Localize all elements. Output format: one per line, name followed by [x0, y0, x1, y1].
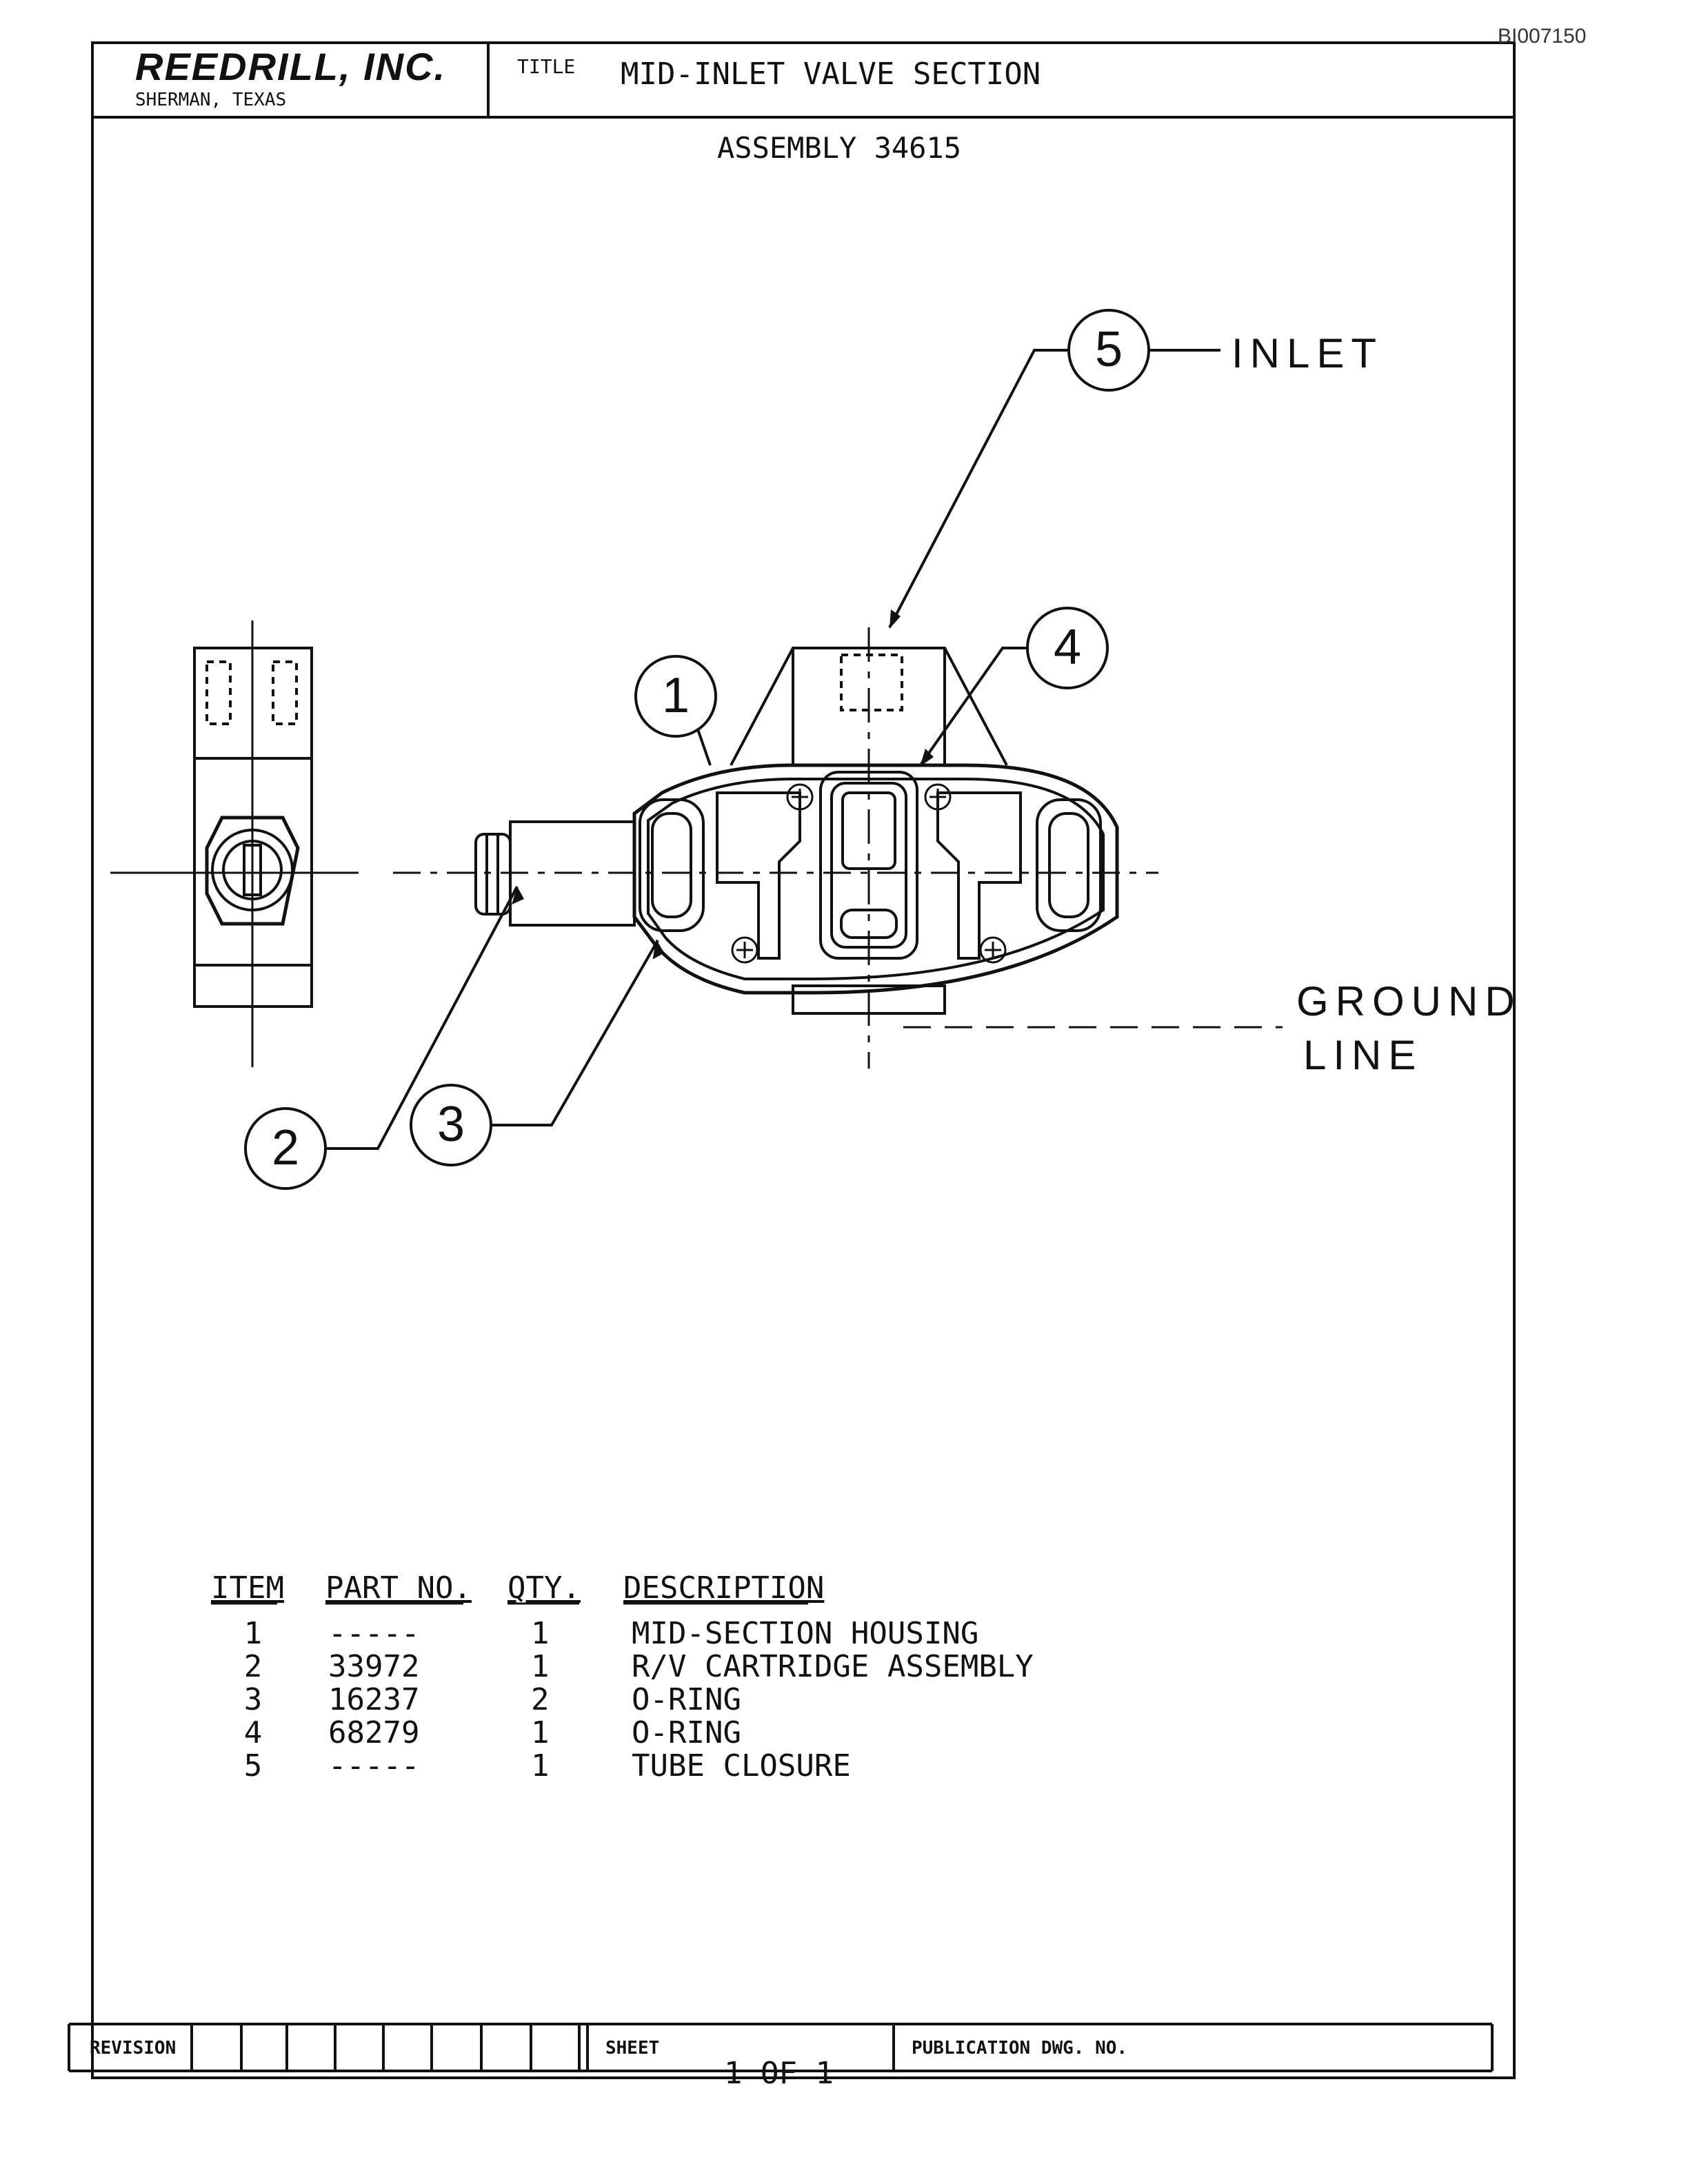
header-part-no: PART NO. — [325, 1570, 472, 1606]
callout-4: 4 — [1053, 620, 1082, 675]
row-3-item: 3 — [243, 1682, 263, 1717]
outer-border — [91, 41, 1516, 2079]
row-2-description: R/V CARTRIDGE ASSEMBLY — [632, 1649, 1034, 1684]
publication-dwg-label: PUBLICATION DWG. NO. — [912, 2038, 1128, 2059]
inlet-label: INLET — [1232, 330, 1384, 376]
row-5-description: TUBE CLOSURE — [632, 1748, 851, 1783]
row-2-item: 2 — [243, 1649, 263, 1684]
row-1-item: 1 — [243, 1616, 263, 1651]
row-3-description: O-RING — [632, 1682, 741, 1717]
row-5-qty: 1 — [531, 1748, 550, 1783]
row-4-description: O-RING — [632, 1715, 741, 1750]
header-qty: QTY. — [508, 1570, 581, 1606]
company-location: SHERMAN, TEXAS — [135, 90, 287, 110]
sheet-label: SHEET — [605, 2038, 660, 2059]
ground-label: GROUND — [1296, 978, 1522, 1024]
row-5-part: ----- — [328, 1748, 420, 1783]
document-id: BI007150 — [1498, 25, 1587, 48]
row-1-description: MID-SECTION HOUSING — [632, 1616, 979, 1651]
header-item: ITEM — [211, 1570, 284, 1606]
page-title: MID-INLET VALVE SECTION — [621, 57, 1041, 92]
row-2-part: 33972 — [328, 1649, 420, 1684]
sheet-number: 1 OF 1 — [724, 2056, 834, 2091]
assembly-number: ASSEMBLY 34615 — [717, 131, 962, 165]
row-4-part: 68279 — [328, 1715, 420, 1750]
callout-1-circle — [634, 655, 717, 738]
row-4-qty: 1 — [531, 1715, 550, 1750]
row-1-qty: 1 — [531, 1616, 550, 1651]
row-2-qty: 1 — [531, 1649, 550, 1684]
header-description: DESCRIPTION — [623, 1570, 825, 1606]
callout-1: 1 — [661, 668, 690, 723]
callout-2: 2 — [271, 1120, 300, 1175]
callout-3: 3 — [436, 1097, 465, 1152]
row-3-part: 16237 — [328, 1682, 420, 1717]
row-1-part: ----- — [328, 1616, 420, 1651]
revision-label: REVISION — [90, 2038, 177, 2059]
row-3-qty: 2 — [531, 1682, 550, 1717]
callout-5: 5 — [1094, 322, 1123, 377]
company-name: REEDRILL, INC. — [135, 45, 447, 88]
row-5-item: 5 — [243, 1748, 263, 1783]
title-label: TITLE — [517, 55, 576, 78]
row-4-item: 4 — [243, 1715, 263, 1750]
line-label: LINE — [1303, 1032, 1423, 1078]
